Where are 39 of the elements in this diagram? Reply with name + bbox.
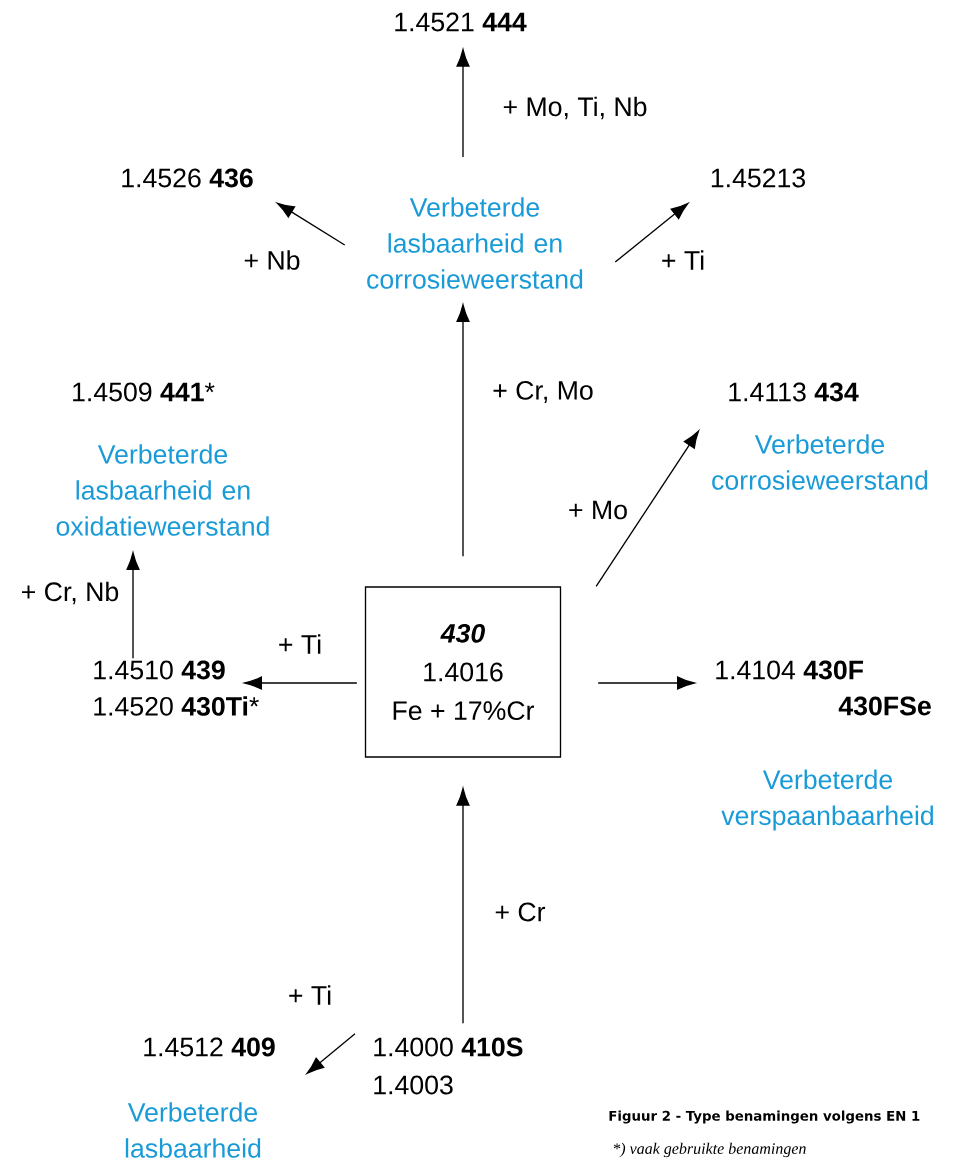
property-label: Verbeterde corrosieweerstand <box>712 434 928 490</box>
grade-label: 430FSe <box>838 696 931 716</box>
property-label: Verbeterde lasbaarheid en oxidatieweerstand <box>56 444 269 536</box>
arrow <box>276 202 346 246</box>
edge-label: + Cr, Mo <box>490 379 596 405</box>
grade-label: 1.4512 409 <box>144 1037 275 1057</box>
property-label: Verbeterde lasbaarheid <box>125 1102 261 1158</box>
grade-label: 1.4509 441* <box>73 382 215 402</box>
arrow <box>306 1033 356 1074</box>
grade-label: 1.4000 410S <box>374 1037 523 1057</box>
arrow <box>244 676 358 690</box>
grade-label: 1.45213 <box>711 168 805 188</box>
edge-label: + Ti <box>286 984 334 1006</box>
edge-label: + Mo, Ti, Nb <box>501 95 649 121</box>
grade-label: 1.4520 430Ti* <box>94 696 259 716</box>
grade-label: 1.4510 439 <box>94 660 225 680</box>
grade-label: 1.4003 <box>374 1075 453 1095</box>
edge-label: + Mo <box>566 499 630 521</box>
grade-label: 1.4526 436 <box>122 168 253 188</box>
arrow <box>597 676 695 690</box>
edge-label: + Nb <box>242 248 302 272</box>
edge-label: + Cr, Nb <box>19 580 121 606</box>
material-box: 430 1.4016 Fe + 17%Cr <box>364 586 562 758</box>
arrow <box>595 430 700 587</box>
arrow <box>126 552 140 659</box>
edge-label: + Ti <box>659 249 707 271</box>
edge-label: + Cr <box>493 901 547 923</box>
arrow <box>456 787 470 1024</box>
grade-label: 1.4521 444 <box>395 12 527 32</box>
arrow <box>614 202 689 263</box>
property-label: Verbeterde lasbaarheid en corrosieweerstand <box>367 197 583 289</box>
grade-label: 1.4104 430F <box>716 660 864 680</box>
arrow <box>456 304 470 557</box>
footnote: *) vaak gebruikte benamingen <box>613 1142 806 1158</box>
grade-label: 1.4113 434 <box>729 382 859 402</box>
edge-label: + Ti <box>276 633 324 655</box>
caption: Figuur 2 - Type benamingen volgens EN 1 <box>609 1110 920 1124</box>
arrow <box>456 48 470 158</box>
property-label: Verbeterde verspaanbaarheid <box>721 769 933 831</box>
